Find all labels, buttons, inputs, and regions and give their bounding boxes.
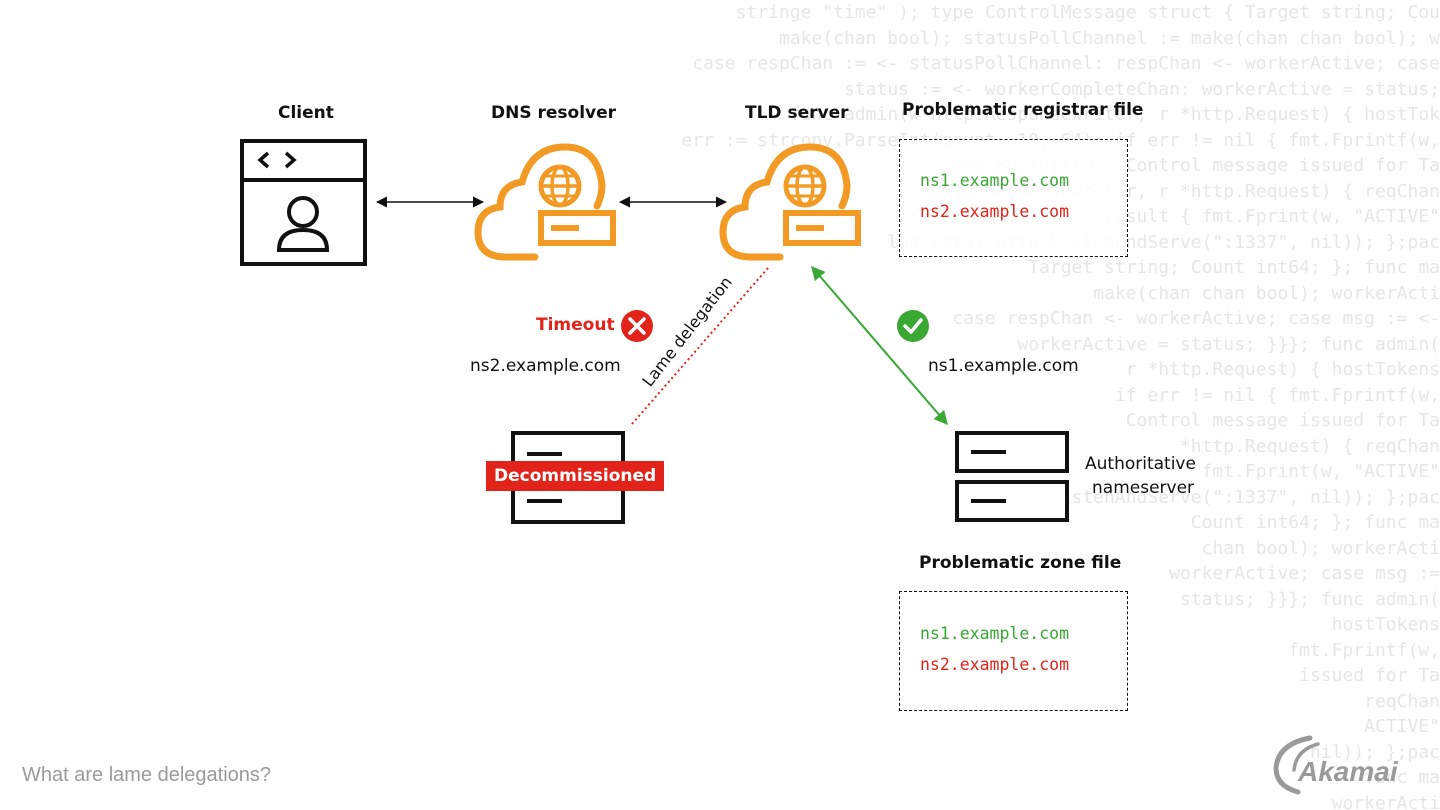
page-caption: What are lame delegations? bbox=[22, 764, 272, 786]
timeout-label: Timeout bbox=[536, 315, 615, 335]
background-code-line: func ma bbox=[1364, 767, 1440, 788]
background-code-line: make(chan bool); statusPollChannel := ma… bbox=[778, 27, 1440, 49]
lame-delegation-connector bbox=[631, 267, 769, 425]
background-code-line: issued for Ta bbox=[1299, 665, 1440, 686]
registrar-file-box bbox=[899, 139, 1128, 257]
background-code-line: case respChan <- workerActive; case msg … bbox=[952, 308, 1440, 329]
zone-entry-invalid: ns2.example.com bbox=[920, 655, 1070, 674]
background-code-line: workerActi bbox=[1331, 792, 1440, 810]
valid-delegation-connector bbox=[811, 265, 948, 426]
browser-user-icon bbox=[240, 139, 367, 266]
background-code-line: if err != nil { fmt.Fprintf(w, bbox=[1114, 384, 1440, 406]
error-x-icon bbox=[621, 310, 653, 342]
background-code-line: workerActive = status; }}}; func admin( bbox=[1017, 333, 1440, 355]
registrar-entry-valid: ns1.example.com bbox=[920, 171, 1070, 190]
background-code-line: reqChan bbox=[1364, 690, 1440, 712]
tld-server-label: TLD server bbox=[745, 103, 849, 123]
background-code-line: Control message issued for Ta bbox=[1125, 410, 1440, 431]
background-code-line: ACTIVE" bbox=[1364, 716, 1440, 737]
zone-entry-valid: ns1.example.com bbox=[920, 624, 1070, 643]
background-code-line: ListenAndServe(":1337", nil)); };pac bbox=[1049, 486, 1440, 508]
zone-file-box bbox=[899, 591, 1128, 711]
background-code-line: r *http.Request) { hostTokens bbox=[1125, 359, 1440, 380]
background-code-line: make(chan chan bool); workerActi bbox=[1093, 282, 1440, 304]
registrar-entry-invalid: ns2.example.com bbox=[920, 202, 1070, 221]
background-code-line: fmt.Fprint(w, "ACTIVE" bbox=[1201, 461, 1440, 482]
background-code-line: case respChan := <- statusPollChannel: r… bbox=[692, 53, 1440, 74]
dns-resolver-label: DNS resolver bbox=[491, 103, 617, 123]
zone-file-title: Problematic zone file bbox=[919, 553, 1122, 573]
background-code-line: workerActive; case msg := bbox=[1169, 563, 1440, 584]
client-label: Client bbox=[278, 103, 334, 123]
background-code-line: fmt.Fprintf(w, bbox=[1288, 639, 1440, 661]
background-code-line: nil)); };pac bbox=[1309, 741, 1440, 763]
background-code-line: func admin(w http.ResponseWriter, r *htt… bbox=[789, 104, 1440, 125]
background-code-line: Count int64; }; func ma bbox=[1190, 512, 1440, 533]
background-code-line: stringe "time" ); type ControlMessage st… bbox=[735, 2, 1440, 23]
decommissioned-badge: Decommissioned bbox=[486, 461, 665, 491]
background-code-line: hostTokens bbox=[1331, 614, 1440, 635]
background-code-line: *http.Request) { reqChan bbox=[1179, 435, 1440, 457]
valid-target-label: ns1.example.com bbox=[928, 356, 1079, 376]
authoritative-label-line2: nameserver bbox=[1092, 478, 1195, 498]
cloud-globe-server-icon bbox=[474, 143, 616, 261]
background-code-line: status := <- workerCompleteChan: workerA… bbox=[843, 78, 1440, 100]
background-code-line: status; }}}; func admin( bbox=[1179, 588, 1440, 610]
check-circle-icon bbox=[897, 310, 929, 342]
authoritative-label-line1: Authoritative bbox=[1085, 454, 1196, 474]
registrar-file-title: Problematic registrar file bbox=[902, 100, 1144, 120]
server-icon bbox=[955, 431, 1069, 522]
background-code-line: chan bool); workerActi bbox=[1201, 537, 1440, 559]
cloud-globe-server-icon bbox=[719, 143, 861, 261]
lame-target-label: ns2.example.com bbox=[470, 356, 621, 376]
akamai-logo: Akamai bbox=[1298, 756, 1398, 787]
akamai-logo-icon bbox=[1273, 735, 1320, 795]
background-code-line: Target string; Count int64; }; func ma bbox=[1028, 257, 1440, 278]
